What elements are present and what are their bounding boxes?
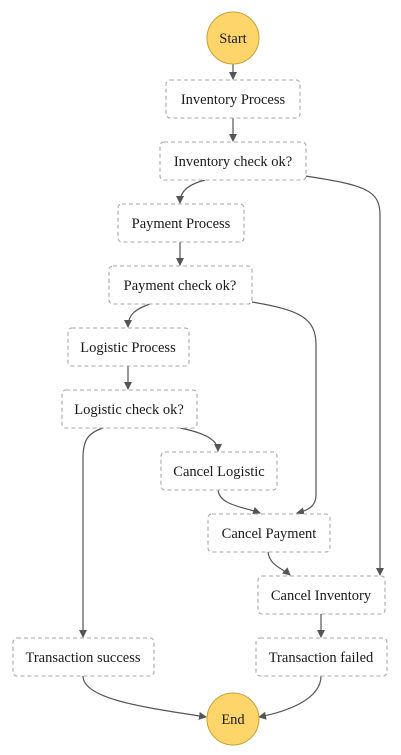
state-box [67,327,190,367]
state-box [108,265,253,305]
state-label: Payment check ok? [124,278,237,294]
state-label: Transaction failed [269,650,374,666]
state-box [165,79,301,119]
end-label: End [221,712,245,728]
state-box [12,637,155,677]
edge-inventory-check-to-payment-process [176,179,206,204]
state-box [160,451,278,491]
edges [79,64,384,720]
end-node[interactable]: End [206,692,260,746]
state-label: Cancel Payment [222,526,317,542]
edge-logistic-check-to-transaction-success [79,427,104,638]
edge-cancel-logistic-to-cancel-payment [217,489,261,515]
edge-transaction-failed-to-end [258,675,322,720]
state-label: Cancel Inventory [271,588,372,604]
state-box [207,513,331,553]
state-label: Inventory check ok? [174,154,292,170]
state-transaction-failed[interactable]: Transaction failed [255,637,388,677]
edge-logistic-check-to-cancel-logistic [179,427,222,452]
state-logistic-process[interactable]: Logistic Process [67,327,190,367]
state-label: Transaction success [25,650,140,666]
edge-payment-check-to-logistic-process [124,303,151,328]
state-transaction-success[interactable]: Transaction success [12,637,155,677]
end-circle [206,692,260,746]
state-box [117,203,245,243]
state-payment-process[interactable]: Payment Process [117,203,245,243]
start-label: Start [219,31,246,47]
state-cancel-logistic[interactable]: Cancel Logistic [160,451,278,491]
state-inventory-process[interactable]: Inventory Process [165,79,301,119]
edge-cancel-payment-to-cancel-inventory [267,551,291,576]
state-box [61,389,198,429]
state-label: Inventory Process [181,92,286,108]
state-label: Cancel Logistic [173,464,264,480]
start-circle [206,11,260,65]
state-label: Payment Process [132,216,231,232]
edge-inventory-check-to-cancel-inventory [304,175,384,576]
edge-transaction-success-to-end [82,675,207,720]
state-box [159,141,307,181]
state-payment-check[interactable]: Payment check ok? [108,265,253,305]
state-logistic-check[interactable]: Logistic check ok? [61,389,198,429]
state-label: Logistic Process [80,340,176,356]
state-box [255,637,388,677]
state-box [257,575,386,615]
state-cancel-payment[interactable]: Cancel Payment [207,513,331,553]
edge-payment-check-to-cancel-payment [251,301,317,516]
start-node[interactable]: Start [206,11,260,65]
state-cancel-inventory[interactable]: Cancel Inventory [257,575,386,615]
state-label: Logistic check ok? [74,402,184,418]
state-inventory-check[interactable]: Inventory check ok? [159,141,307,181]
